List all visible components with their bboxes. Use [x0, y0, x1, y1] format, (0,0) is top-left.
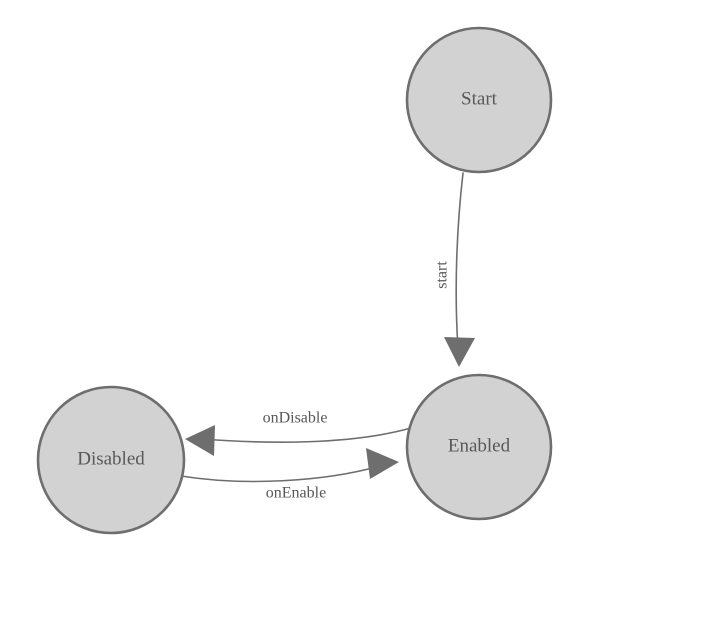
node-disabled-label: Disabled	[77, 448, 145, 469]
edge-start-to-enabled[interactable]: start	[434, 172, 475, 367]
edge-label-onenable: onEnable	[266, 485, 326, 502]
edge-enabled-to-disabled-line	[202, 427, 412, 443]
node-start-circle[interactable]	[405, 26, 553, 174]
node-enabled[interactable]: Enabled	[405, 373, 553, 521]
edge-disabled-to-enabled-arrowhead	[366, 448, 399, 479]
edge-disabled-to-enabled-line	[180, 465, 381, 483]
edge-label-start: start	[434, 261, 451, 289]
edge-start-to-enabled-line	[455, 172, 464, 349]
node-enabled-circle[interactable]	[405, 373, 553, 521]
node-enabled-label: Enabled	[448, 435, 511, 456]
node-disabled[interactable]: Disabled	[36, 385, 186, 535]
edge-enabled-to-disabled[interactable]: onDisable	[185, 410, 412, 456]
edge-enabled-to-disabled-arrowhead	[185, 425, 215, 456]
edge-start-to-enabled-arrowhead	[444, 337, 475, 367]
edge-disabled-to-enabled[interactable]: onEnable	[180, 448, 399, 502]
node-disabled-circle[interactable]	[36, 385, 186, 535]
node-start-label: Start	[461, 88, 498, 109]
node-start[interactable]: Start	[405, 26, 553, 174]
edge-label-ondisable: onDisable	[263, 410, 328, 427]
